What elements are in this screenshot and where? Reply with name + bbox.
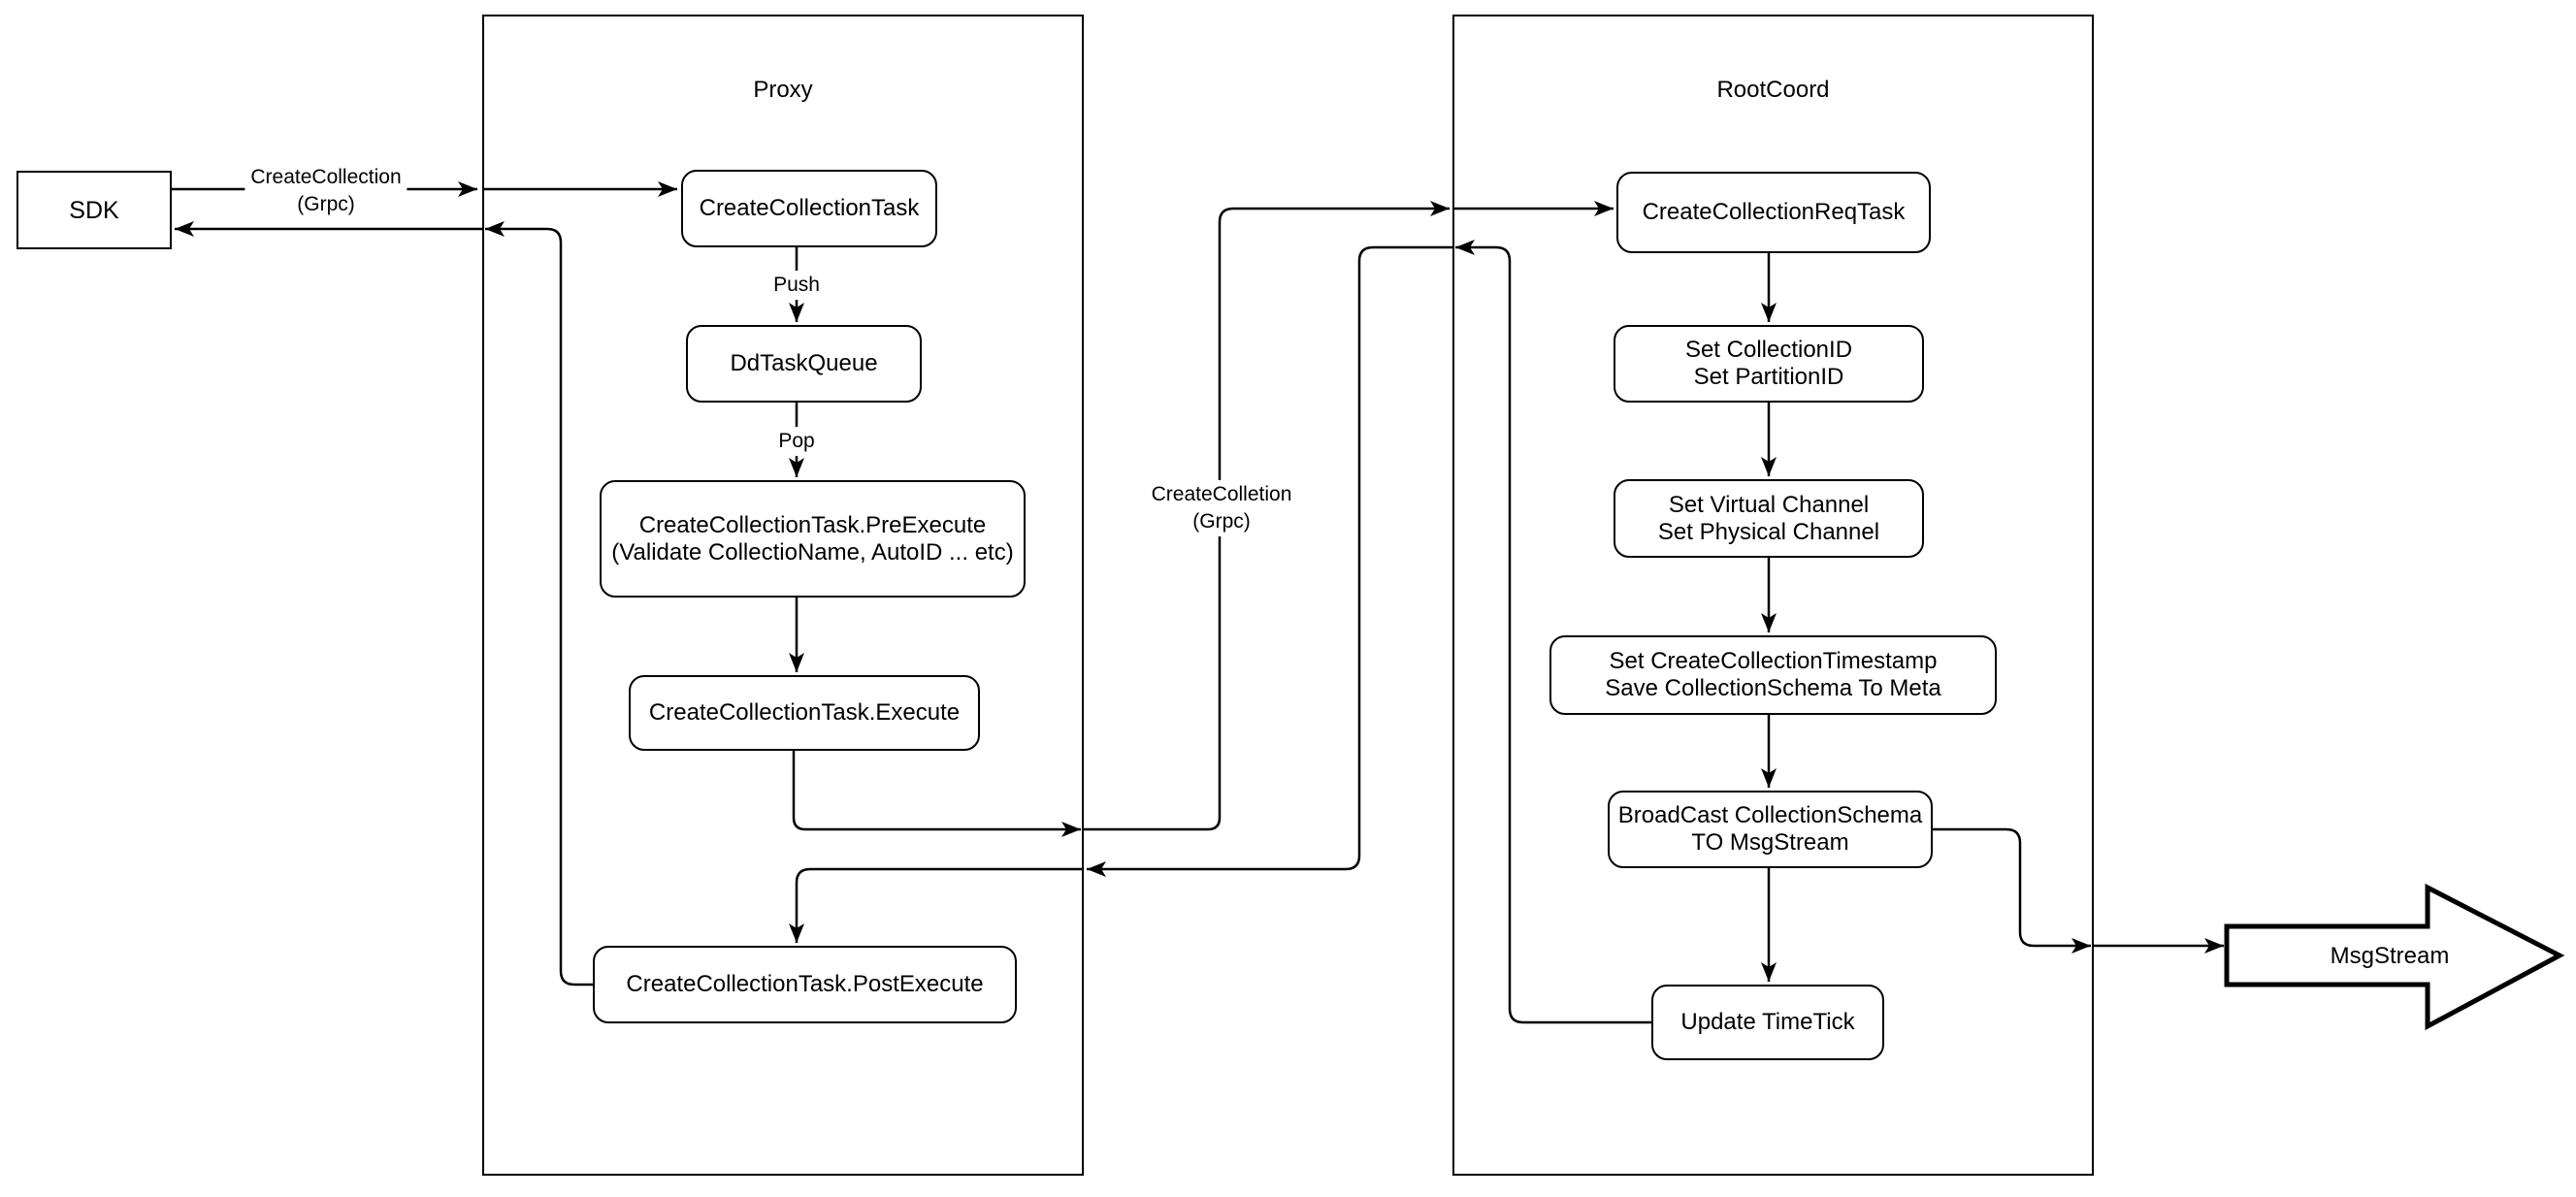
node-set-channels-line1: Set Virtual Channel [1668,491,1870,518]
node-pre-execute-line2: (Validate CollectioName, AutoID ... etc) [611,538,1014,566]
node-broadcast-line1: BroadCast CollectionSchema [1617,802,1923,828]
node-set-ids-line2: Set PartitionID [1693,364,1844,390]
node-dd-task-queue: DdTaskQueue [686,325,922,403]
rootcoord-container: RootCoord [1452,15,2094,1176]
edge-label-createcolletion-line1: CreateColletion [1151,483,1292,505]
edge-label-createcollection-grpc: CreateCollection (Grpc) [245,163,408,219]
proxy-title: Proxy [753,77,813,103]
edge-execute-to-proxy-border [792,751,1081,837]
node-set-channels-line2: Set Physical Channel [1657,518,1880,545]
edge-return-to-postexecute [789,867,1084,943]
edge-broadcast-to-rootcoord-border [1933,827,2091,954]
node-update-timetick-label: Update TimeTick [1680,1009,1855,1035]
node-create-collection-req-task-label: CreateCollectionReqTask [1642,199,1906,225]
node-set-timestamp-line1: Set CreateCollectionTimestamp [1609,648,1938,674]
edge-label-push: Push [767,271,826,300]
node-set-channels: Set Virtual Channel Set Physical Channel [1614,479,1924,558]
node-post-execute: CreateCollectionTask.PostExecute [593,946,1017,1023]
proxy-container: Proxy [482,15,1084,1176]
edge-rootcoord-to-proxy-return [1087,245,1452,877]
node-broadcast: BroadCast CollectionSchema TO MsgStream [1608,791,1933,868]
node-dd-task-queue-label: DdTaskQueue [730,350,878,376]
node-broadcast-line2: TO MsgStream [1691,829,1849,856]
node-execute: CreateCollectionTask.Execute [629,675,980,751]
node-post-execute-label: CreateCollectionTask.PostExecute [626,971,984,997]
node-sdk: SDK [16,171,172,249]
edge-label-createcollection-line2: (Grpc) [297,193,355,215]
edge-label-pop: Pop [772,427,821,456]
edge-label-createcolletion-line2: (Grpc) [1192,510,1251,533]
node-update-timetick: Update TimeTick [1651,985,1884,1060]
msgstream-block-arrow [2224,883,2565,1031]
node-pre-execute: CreateCollectionTask.PreExecute (Validat… [600,480,1026,598]
edge-postexecute-to-proxy-border [485,221,593,987]
msgstream-label: MsgStream [2330,943,2450,969]
node-create-collection-task: CreateCollectionTask [681,170,937,247]
node-pre-execute-line1: CreateCollectionTask.PreExecute [638,511,987,538]
node-sdk-label: SDK [69,196,119,224]
edge-label-createcolletion-grpc: CreateColletion (Grpc) [1145,480,1298,536]
node-set-timestamp-line2: Save CollectionSchema To Meta [1605,675,1941,701]
edge-label-createcollection-line1: CreateCollection [250,166,402,188]
node-set-ids: Set CollectionID Set PartitionID [1614,325,1924,403]
node-set-ids-line1: Set CollectionID [1684,337,1853,363]
node-create-collection-task-label: CreateCollectionTask [699,195,920,221]
node-execute-label: CreateCollectionTask.Execute [648,699,961,726]
node-set-timestamp: Set CreateCollectionTimestamp Save Colle… [1549,635,1997,715]
edge-timetick-to-rootcoord-border [1455,240,1651,1024]
rootcoord-title: RootCoord [1716,77,1830,103]
node-create-collection-req-task: CreateCollectionReqTask [1616,172,1931,253]
